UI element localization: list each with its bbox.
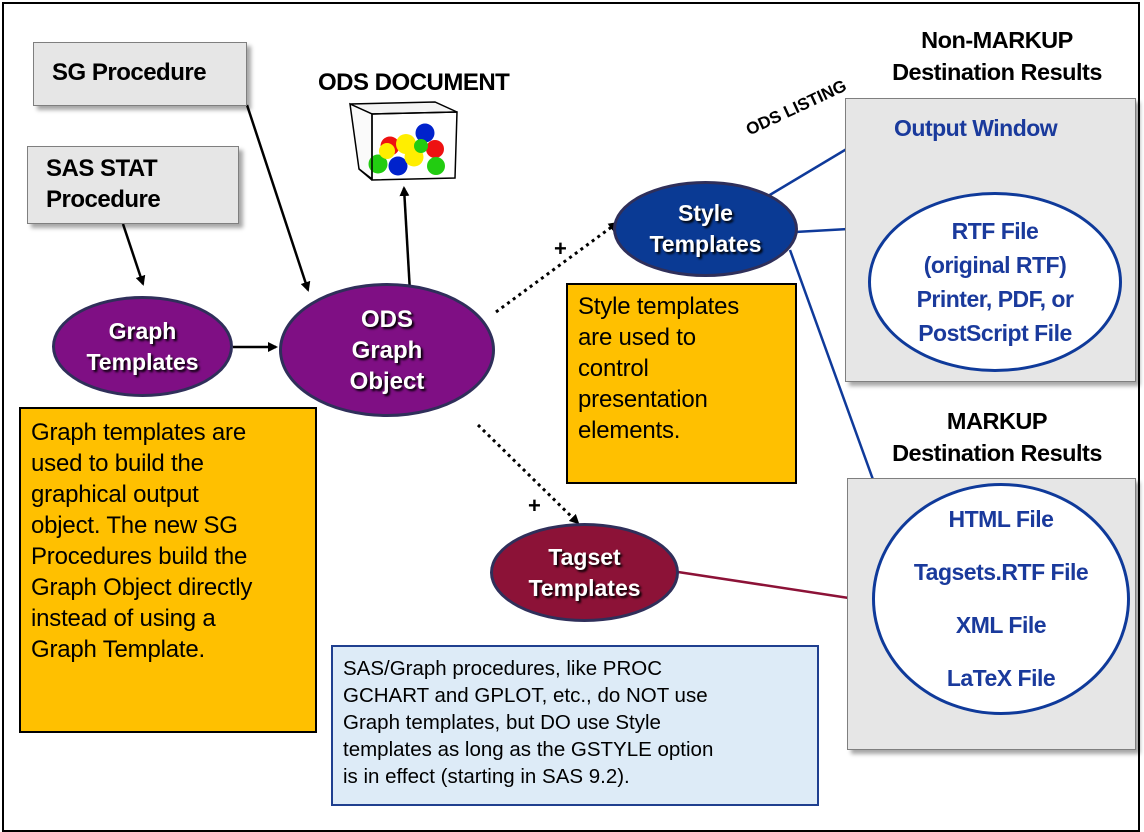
markup-file-html: HTML File xyxy=(948,506,1054,532)
markup-heading-line2: Destination Results xyxy=(892,440,1102,466)
sg-procedure-label: SG Procedure xyxy=(52,59,207,86)
style-note-line1: Style templates xyxy=(578,293,740,320)
graph-note-line2: used to build the xyxy=(31,450,204,477)
ods-document-label: ODS DOCUMENT xyxy=(318,69,510,96)
ods-graph-object-line1: ODS xyxy=(360,305,413,333)
ods-graph-object-line3: Object xyxy=(349,367,425,395)
arrow-style-to-markup xyxy=(788,249,887,512)
sasgraph-note-line1: SAS/Graph procedures, like PROC xyxy=(343,657,663,680)
markup-file-xml: XML File xyxy=(955,612,1047,638)
dotted-arrow-to-tagset-templates xyxy=(476,423,580,525)
sas-stat-procedure-box: SAS STAT Procedure xyxy=(27,146,239,224)
markup-file-latex: LaTeX File xyxy=(946,665,1056,691)
style-templates-node: Style Templates xyxy=(613,181,798,277)
graph-templates-line1: Graph xyxy=(108,317,177,344)
style-note-line3: control xyxy=(578,355,649,382)
arrow-tagset-to-markup xyxy=(677,570,877,607)
sasgraph-note-line4: templates as long as the GSTYLE option xyxy=(343,738,714,761)
arrow-sg-to-ods-object xyxy=(245,104,311,292)
sg-procedure-box: SG Procedure xyxy=(33,42,247,106)
ods-graph-object-node: ODS Graph Object xyxy=(279,283,495,417)
non-markup-heading: Non-MARKUP Destination Results xyxy=(862,24,1132,88)
rtf-line3: Printer, PDF, or xyxy=(916,286,1074,312)
tagset-templates-line1: Tagset xyxy=(548,543,621,570)
rtf-destination-ellipse: RTF File (original RTF) Printer, PDF, or… xyxy=(868,192,1122,372)
markup-heading-line1: MARKUP xyxy=(946,408,1048,434)
arrow-sasstat-to-graph-templates xyxy=(121,223,146,286)
style-note-line4: presentation xyxy=(578,386,708,413)
style-templates-note: Style templates are used to control pres… xyxy=(566,283,797,484)
graph-templates-line2: Templates xyxy=(86,348,199,375)
markup-heading: MARKUP Destination Results xyxy=(862,405,1132,469)
non-markup-heading-line1: Non-MARKUP xyxy=(921,27,1073,53)
sas-stat-label-line1: SAS STAT xyxy=(46,155,158,182)
tagset-templates-node: Tagset Templates xyxy=(490,523,679,622)
graph-note-line3: graphical output xyxy=(31,481,199,508)
arrow-ods-object-to-document xyxy=(399,186,412,293)
sasgraph-note-line3: Graph templates, but DO use Style xyxy=(343,711,661,734)
ods-document-icon xyxy=(349,101,458,181)
output-window-label: Output Window xyxy=(894,115,1058,141)
sasgraph-note-line5: is in effect (starting in SAS 9.2). xyxy=(343,765,630,788)
connector-layer xyxy=(121,101,887,607)
non-markup-panel: Output Window RTF File (original RTF) Pr… xyxy=(845,98,1136,382)
rtf-line1: RTF File xyxy=(951,218,1039,244)
graph-note-line8: Graph Template. xyxy=(31,636,205,663)
rtf-line2: (original RTF) xyxy=(923,252,1067,278)
plus-sign-tagset: + xyxy=(528,493,541,518)
non-markup-heading-line2: Destination Results xyxy=(892,59,1102,85)
sasgraph-note-line2: GCHART and GPLOT, etc., do NOT use xyxy=(343,684,708,707)
graph-note-line4: object. The new SG xyxy=(31,512,238,539)
graph-note-line5: Procedures build the xyxy=(31,543,248,570)
graph-templates-node: Graph Templates xyxy=(52,296,233,397)
markup-panel: HTML File Tagsets.RTF File XML File LaTe… xyxy=(847,478,1136,750)
style-templates-line1: Style xyxy=(678,200,733,226)
markup-file-tagsets-rtf: Tagsets.RTF File xyxy=(913,559,1089,585)
style-note-line5: elements. xyxy=(578,417,681,444)
markup-destination-ellipse: HTML File Tagsets.RTF File XML File LaTe… xyxy=(872,483,1130,715)
style-templates-line2: Templates xyxy=(649,231,762,257)
rtf-line4: PostScript File xyxy=(918,320,1072,346)
plus-sign-style: + xyxy=(554,236,567,261)
graph-note-line6: Graph Object directly xyxy=(31,574,253,601)
sas-stat-label-line2: Procedure xyxy=(46,186,161,213)
graph-templates-note: Graph templates are used to build the gr… xyxy=(19,407,317,733)
sasgraph-note: SAS/Graph procedures, like PROC GCHART a… xyxy=(331,645,819,806)
graph-note-line7: instead of using a xyxy=(31,605,216,632)
ods-graph-object-line2: Graph xyxy=(351,336,423,364)
graph-note-line1: Graph templates are xyxy=(31,419,246,446)
tagset-templates-line2: Templates xyxy=(528,574,641,601)
style-note-line2: are used to xyxy=(578,324,696,351)
